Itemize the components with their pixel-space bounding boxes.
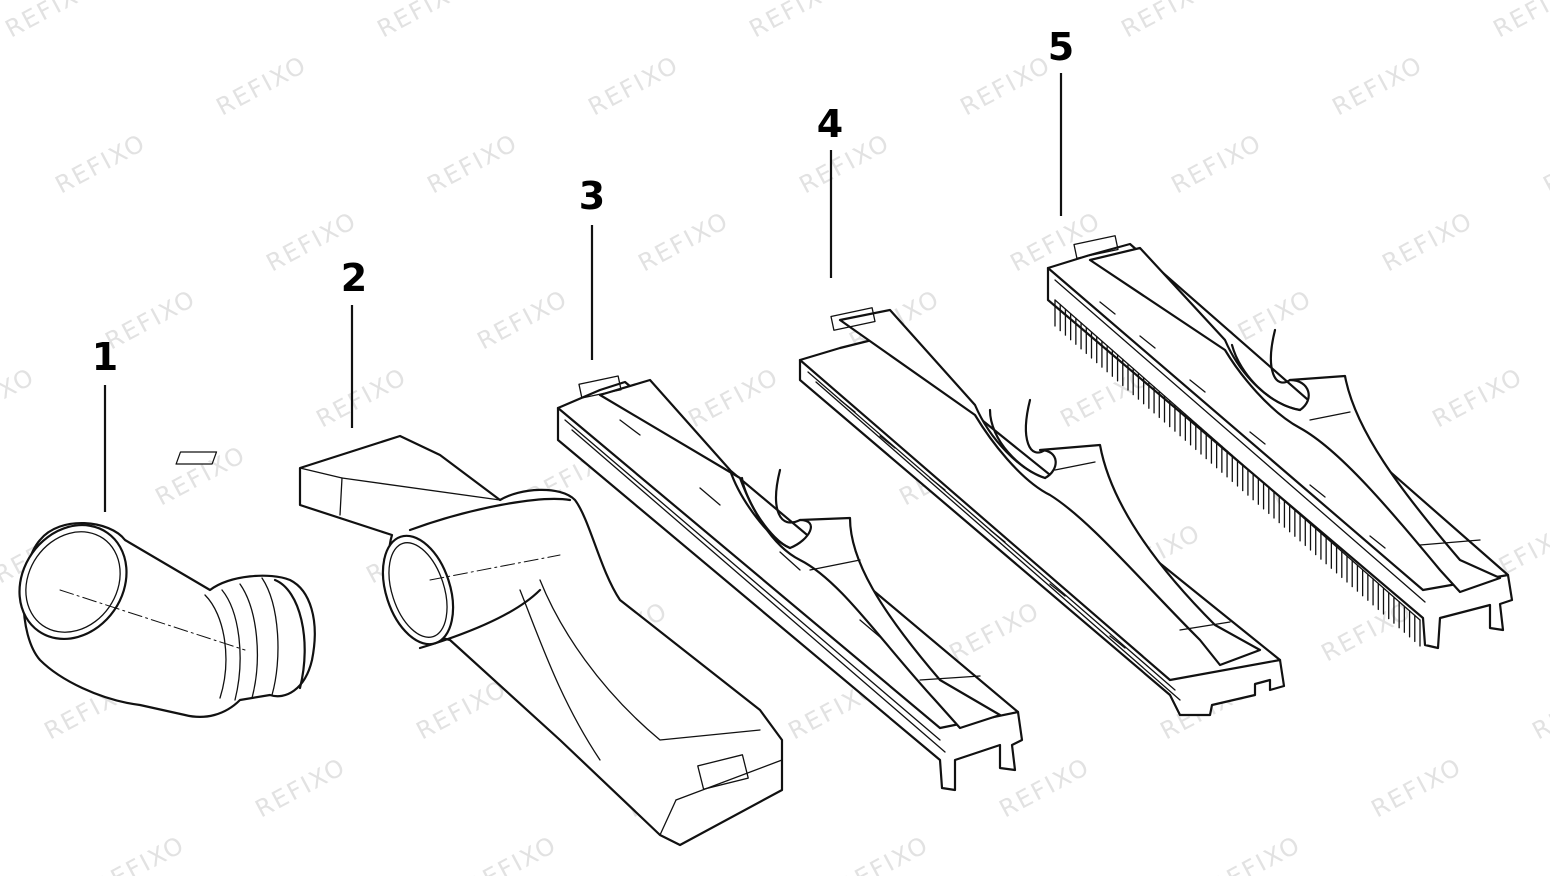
- part-1-elbow-adapter: [18, 521, 316, 718]
- callout-1-label: 1: [92, 335, 118, 379]
- watermark-text: REFIXO: [945, 596, 1045, 667]
- part-2-nozzle-body: [175, 434, 784, 847]
- watermark-text: REFIXO: [151, 440, 251, 511]
- watermark-text: REFIXO: [0, 362, 40, 433]
- part-5-insert-brush-strip: [1046, 235, 1514, 650]
- watermark-text: REFIXO: [251, 752, 351, 823]
- part-3-insert-rubber-lip: [556, 375, 1024, 792]
- callout-2-label: 2: [341, 256, 367, 300]
- watermark-text: REFIXO: [1328, 50, 1428, 121]
- brush-bristles: [1054, 299, 1421, 647]
- watermark-text: REFIXO: [212, 50, 312, 121]
- watermark-text: REFIXO: [51, 128, 151, 199]
- watermark-text: REFIXO: [684, 362, 784, 433]
- watermark-text: REFIXO: [1, 0, 101, 43]
- watermark-text: REFIXO: [373, 0, 473, 43]
- watermark-text: REFIXO: [312, 362, 412, 433]
- watermark-text: REFIXO: [1206, 830, 1306, 876]
- watermark-text: REFIXO: [1428, 362, 1528, 433]
- watermark-text: REFIXO: [1528, 674, 1550, 745]
- part-4-insert-plain-lip: [798, 307, 1286, 717]
- watermark-text: REFIXO: [90, 830, 190, 876]
- watermark-text: REFIXO: [1317, 596, 1417, 667]
- watermark-text: REFIXO: [423, 128, 523, 199]
- watermark-text: REFIXO: [1378, 206, 1478, 277]
- watermark-text: REFIXO: [462, 830, 562, 876]
- callout-4-label: 4: [817, 102, 843, 146]
- watermark-text: REFIXO: [1117, 0, 1217, 43]
- watermark-text: REFIXO: [1367, 752, 1467, 823]
- watermark-text: REFIXO: [1489, 0, 1550, 43]
- watermark-text: REFIXO: [412, 674, 512, 745]
- watermark-text: REFIXO: [745, 0, 845, 43]
- callout-5-label: 5: [1048, 25, 1074, 69]
- watermark-text: REFIXO: [956, 50, 1056, 121]
- callout-3-label: 3: [579, 174, 605, 218]
- watermark-text: REFIXO: [1539, 128, 1550, 199]
- watermark-text: REFIXO: [795, 128, 895, 199]
- watermark-text: REFIXO: [1167, 128, 1267, 199]
- watermark-text: REFIXO: [584, 50, 684, 121]
- watermark-text: REFIXO: [634, 206, 734, 277]
- watermark-text: REFIXO: [834, 830, 934, 876]
- watermark-text: REFIXO: [473, 284, 573, 355]
